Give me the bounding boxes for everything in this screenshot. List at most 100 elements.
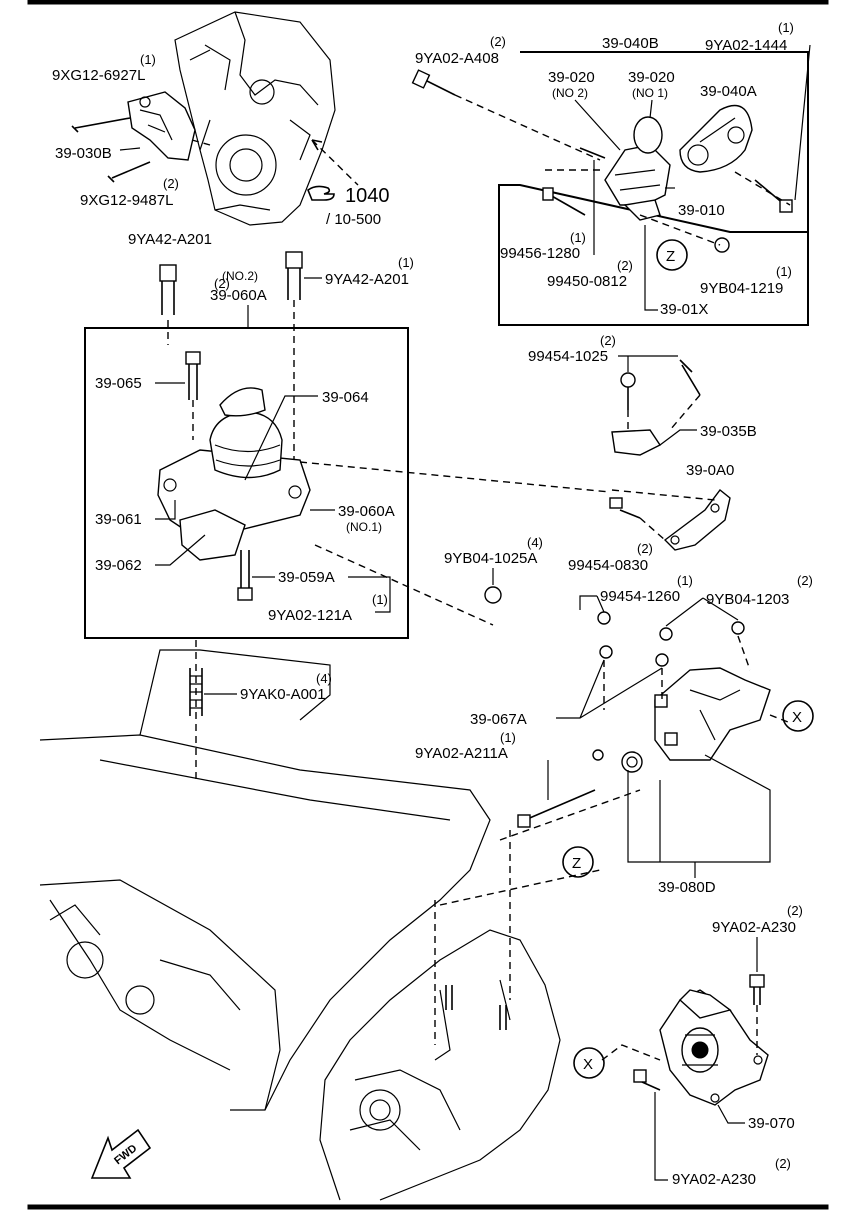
leader-99454-1025 <box>618 355 678 372</box>
callout-9ya02-a211a: 9YA02-A211A <box>415 745 508 762</box>
qty-9xg12-6927l: (1) <box>140 52 156 67</box>
leader-39-067a <box>556 659 663 719</box>
engine-front-cover-drawing <box>174 11 336 226</box>
marker-x-upper-label: X <box>792 709 802 726</box>
bottom-border <box>27 1204 829 1210</box>
callout-39-060a-no1: 39-060A <box>338 503 395 520</box>
torque-rod-assembly-drawing <box>411 69 793 253</box>
qty-9xg12-9487l: (2) <box>163 176 179 191</box>
box-39-040b <box>498 51 809 326</box>
leader-39-035b <box>659 429 697 446</box>
qty-99450-0812: (2) <box>617 258 633 273</box>
callout-39-030b: 39-030B <box>55 145 112 162</box>
callout-99456-1280: 99456-1280 <box>500 245 580 262</box>
callout-39-020-no1: 39-020 <box>628 69 675 86</box>
leader-39-080d <box>627 754 771 878</box>
callout-1040-ref: / 10-500 <box>326 211 381 228</box>
bracket-39-035b-drawing <box>611 359 701 456</box>
callout-9ya02-121a: 9YA02-121A <box>268 607 352 624</box>
callout-39-067a: 39-067A <box>470 711 527 728</box>
qty-9yak0-a001: (4) <box>316 671 332 686</box>
callout-9ya02-a230-bottom: 9YA02-A230 <box>672 1171 756 1188</box>
qty-9yb04-1219: (1) <box>776 264 792 279</box>
callout-39-020-no1-sub: (NO 1) <box>632 86 668 100</box>
callout-9yb04-1025a: 9YB04-1025A <box>444 550 537 567</box>
qty-9ya42-a201-left: (2) <box>214 276 230 291</box>
marker-z-lower <box>562 846 594 878</box>
marker-z-upper-label: Z <box>666 248 675 265</box>
marker-z-upper <box>656 239 688 271</box>
callout-39-062: 39-062 <box>95 557 142 574</box>
callout-9ya02-1444: 9YA02-1444 <box>705 37 787 54</box>
callout-9ya02-a408: 9YA02-A408 <box>415 50 499 67</box>
leader-9ya02-1444 <box>794 44 811 201</box>
callout-39-020-no2-sub: (NO 2) <box>552 86 588 100</box>
reference-1040 <box>307 139 359 201</box>
qty-99454-0830: (2) <box>637 541 653 556</box>
leader-39-020 <box>574 99 653 151</box>
qty-99454-1025: (2) <box>600 333 616 348</box>
callout-9xg12-9487l: 9XG12-9487L <box>80 192 173 209</box>
bracket-39-030b-drawing <box>71 91 211 183</box>
qty-9ya02-a211a: (1) <box>500 730 516 745</box>
qty-9ya42-a201-right: (1) <box>398 255 414 270</box>
leader-39-064 <box>244 395 318 481</box>
callout-9ya02-a230-top: 9YA02-A230 <box>712 919 796 936</box>
leader-39-062 <box>155 534 206 566</box>
leader-39-061 <box>155 500 176 520</box>
transaxle-drawing <box>319 789 641 1201</box>
callout-39-020-no2: 39-020 <box>548 69 595 86</box>
qty-9yb04-1025a: (4) <box>527 535 543 550</box>
mount-39-070-drawing <box>601 974 769 1106</box>
callout-39-010: 39-010 <box>678 202 725 219</box>
callout-99450-0812: 99450-0812 <box>547 273 627 290</box>
callout-39-01x: 39-01X <box>660 301 708 318</box>
callout-99454-1025: 99454-1025 <box>528 348 608 365</box>
dash-mount-to-bracket <box>299 461 611 493</box>
bracket-39-0a0-drawing <box>609 489 731 551</box>
fwd-arrow-icon: FWD <box>90 1128 152 1179</box>
qty-9ya02-a230-top: (2) <box>787 903 803 918</box>
leader-9yb04-1203 <box>665 597 739 627</box>
dash-mount-to-nut <box>314 544 494 626</box>
callout-39-065: 39-065 <box>95 375 142 392</box>
leader-39-030b <box>119 147 141 151</box>
qty-9ya02-a408: (2) <box>490 34 506 49</box>
callout-39-035b: 39-035B <box>700 423 757 440</box>
engine-block-drawing <box>39 649 491 1111</box>
qty-9yb04-1203: (2) <box>797 573 813 588</box>
callout-39-059a: 39-059A <box>278 569 335 586</box>
marker-x-lower-label: X <box>583 1056 593 1073</box>
qty-99454-1260: (1) <box>677 573 693 588</box>
qty-99456-1280: (1) <box>570 230 586 245</box>
qty-9ya02-a230-bottom: (2) <box>775 1156 791 1171</box>
callout-9xg12-6927l: 9XG12-6927L <box>52 67 145 84</box>
callout-39-060a-no1-sub: (NO.1) <box>346 520 382 534</box>
transmission-mount-39-080d-drawing <box>517 611 789 828</box>
qty-9ya02-121a: (1) <box>372 592 388 607</box>
leader-39-070 <box>717 1104 745 1124</box>
callout-39-060a-no2-sub: (NO.2) <box>222 269 258 283</box>
callout-39-064: 39-064 <box>322 389 369 406</box>
callout-9yb04-1203: 9YB04-1203 <box>706 591 789 608</box>
upper-mount-bolts <box>159 251 303 470</box>
top-border <box>27 0 829 5</box>
engine-mount-39-060a-drawing <box>157 351 311 601</box>
box-39-060a <box>84 327 409 639</box>
callout-39-040b: 39-040B <box>602 35 659 52</box>
callout-9ya42-a201-left: 9YA42-A201 <box>128 231 212 248</box>
callout-1040: 1040 <box>345 185 390 207</box>
callout-39-070: 39-070 <box>748 1115 795 1132</box>
callout-99454-1260: 99454-1260 <box>600 588 680 605</box>
callout-9yb04-1219: 9YB04-1219 <box>700 280 783 297</box>
callout-39-060a-no2: 39-060A <box>210 287 267 304</box>
callout-39-040a: 39-040A <box>700 83 757 100</box>
marker-z-lower-label: Z <box>572 855 581 872</box>
leader-99454-1260 <box>579 595 605 613</box>
marker-x-lower <box>573 1047 605 1079</box>
stud-9yak0-a001-drawing <box>189 668 203 716</box>
qty-9ya02-1444: (1) <box>778 20 794 35</box>
callout-39-0a0: 39-0A0 <box>686 462 734 479</box>
